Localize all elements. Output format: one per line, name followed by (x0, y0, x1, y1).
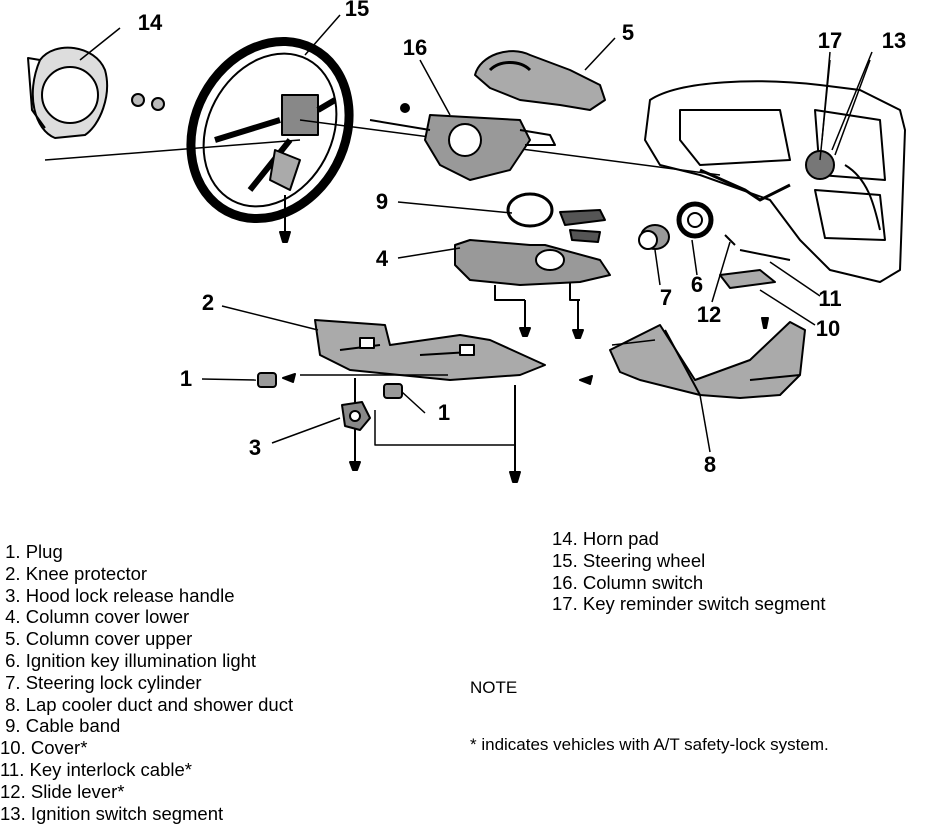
legend-item: 12. Slide lever* (0, 780, 125, 802)
knee-protector-part (314, 319, 546, 381)
callout-5: 5 (622, 20, 634, 45)
plug-part-b (383, 383, 403, 399)
steering-lock-cylinder-part (638, 224, 670, 250)
note-text: * indicates vehicles with A/T safety-loc… (470, 735, 829, 754)
callout-3: 3 (249, 435, 261, 460)
callout-1-right: 1 (438, 400, 450, 425)
callout-2: 2 (202, 290, 214, 315)
callout-9: 9 (376, 189, 388, 214)
legend-item: 6. Ignition key illumination light (0, 649, 257, 671)
callout-11: 11 (818, 286, 841, 311)
legend-item: 9. Cable band (0, 715, 121, 737)
legend-item: 16. Column switch (552, 571, 704, 593)
note-title: NOTE (470, 678, 518, 697)
legend-item: 2. Knee protector (0, 562, 148, 584)
cable-band-part (506, 192, 606, 243)
column-switch-part (369, 103, 556, 181)
callout-14: 14 (138, 10, 163, 35)
legend-item: 13. Ignition switch segment (0, 802, 224, 824)
column-cover-upper-part (474, 50, 606, 111)
hood-lock-release-handle-part (341, 401, 371, 431)
horn-pad-part (27, 46, 109, 139)
callout-8: 8 (704, 452, 716, 477)
callout-10: 10 (816, 316, 840, 341)
exploded-parts-diagram: 14 15 16 5 17 13 9 4 2 1 3 1 7 6 12 11 1… (27, 0, 906, 483)
callout-17: 17 (818, 28, 842, 53)
legend-item: 3. Hood lock release handle (0, 584, 235, 606)
callout-7: 7 (660, 285, 672, 310)
legend-item: 15. Steering wheel (552, 549, 706, 571)
lap-cooler-duct-part (609, 321, 806, 399)
legend-item: 14. Horn pad (552, 528, 659, 549)
parts-legend-right: 14. Horn pad 15. Steering wheel 16. Colu… (552, 528, 826, 615)
callout-12: 12 (697, 302, 721, 327)
callout-6: 6 (691, 272, 703, 297)
legend-item: 4. Column cover lower (0, 606, 190, 628)
legend-item: 10. Cover* (0, 737, 88, 759)
slide-lever-and-cover-part (719, 234, 791, 329)
note-block: NOTE * indicates vehicles with A/T safet… (470, 640, 829, 773)
legend-item: 1. Plug (0, 541, 63, 562)
legend-item: 8. Lap cooler duct and shower duct (0, 693, 294, 715)
legend-item: 7. Steering lock cylinder (0, 671, 202, 693)
legend-item: 5. Column cover upper (0, 628, 193, 650)
legend-item: 17. Key reminder switch segment (552, 593, 826, 615)
column-cover-lower-part (454, 239, 611, 301)
callout-15: 15 (345, 0, 369, 21)
callout-1-left: 1 (180, 366, 192, 391)
plug-part-a (257, 372, 277, 388)
dashboard-part (644, 59, 906, 283)
ignition-key-illumination-light-part (676, 201, 714, 239)
legend-item: 11. Key interlock cable* (0, 758, 192, 780)
parts-legend-left: 1. Plug 2. Knee protector 3. Hood lock r… (0, 541, 293, 824)
callout-13: 13 (882, 28, 906, 53)
callout-16: 16 (403, 35, 427, 60)
steering-wheel-part (186, 36, 354, 224)
callout-4: 4 (376, 246, 389, 271)
